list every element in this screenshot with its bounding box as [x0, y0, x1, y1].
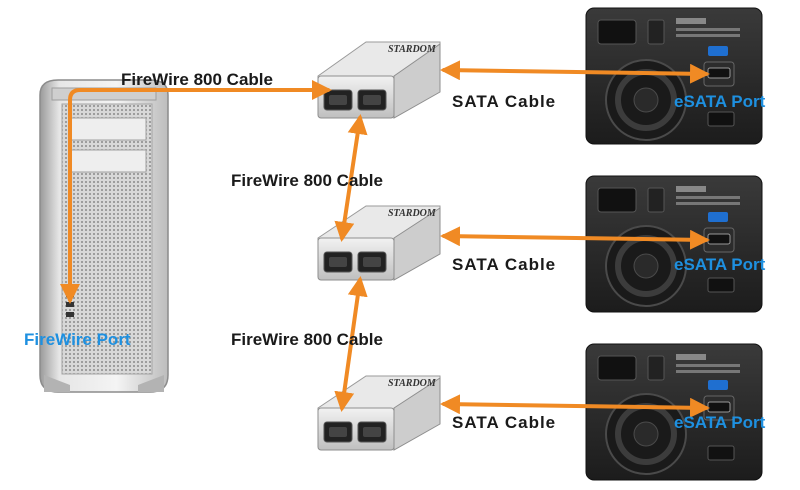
converter-brand: STARDOM [388, 44, 437, 55]
sata-cable-1 [440, 60, 710, 84]
firewire-cable-label-mid: FireWire 800 Cable [231, 171, 383, 190]
converter-box-1: STARDOM [317, 41, 441, 119]
storage-enclosure-2 [585, 175, 763, 313]
sata-cable-2 [440, 226, 710, 250]
firewire-port-label: FireWire Port [24, 330, 131, 349]
converter-box-2: STARDOM [317, 205, 441, 281]
converter-box-3: STARDOM [317, 375, 441, 451]
converter-brand: STARDOM [388, 378, 437, 389]
sata-cable-label-2: SATA Cable [452, 255, 557, 274]
firewire-cable-box2-to-box3 [334, 276, 368, 412]
storage-enclosure-3 [585, 343, 763, 481]
sata-cable-label-1: SATA Cable [452, 92, 557, 111]
esata-port-label-3: eSATA Port [674, 413, 766, 432]
esata-port-label-2: eSATA Port [674, 255, 766, 274]
sata-cable-label-3: SATA Cable [452, 413, 557, 432]
converter-brand: STARDOM [388, 208, 437, 219]
firewire-cable-box1-to-box2 [334, 114, 368, 242]
firewire-cable-label-top: FireWire 800 Cable [121, 70, 273, 89]
storage-enclosure-1 [585, 7, 763, 145]
firewire-cable-tower-to-box1 [60, 80, 332, 304]
firewire-cable-label-bottom: FireWire 800 Cable [231, 330, 383, 349]
esata-port-label-1: eSATA Port [674, 92, 766, 111]
sata-cable-3 [440, 394, 710, 418]
